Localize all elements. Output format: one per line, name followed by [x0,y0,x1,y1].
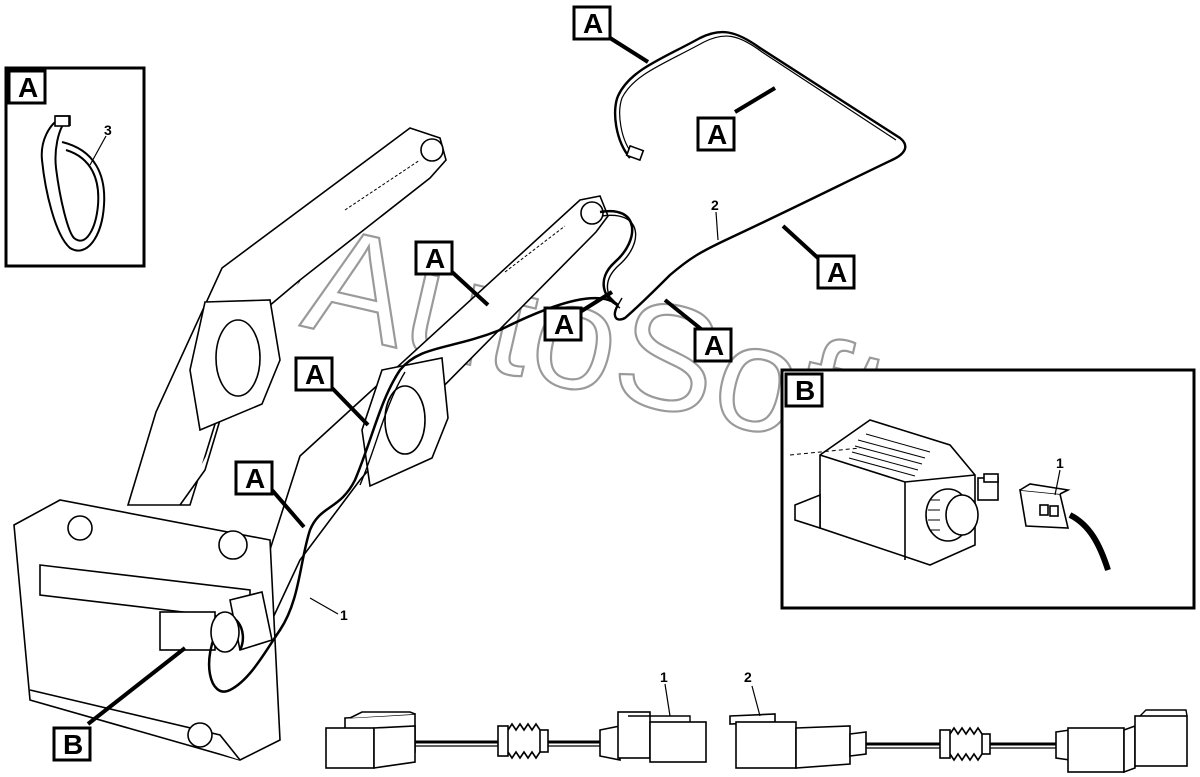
callout-a-right: A [781,224,856,290]
svg-text:2: 2 [711,197,719,213]
svg-text:A: A [554,309,574,340]
harness-2 [609,30,907,321]
svg-text:A: A [245,463,265,494]
svg-text:A: A [707,119,727,150]
svg-text:1: 1 [1056,455,1064,471]
svg-text:B: B [63,729,83,760]
solenoid-icon [789,419,999,566]
cable-tie-icon [40,115,107,252]
part-number-1-arm: 1 [309,597,348,623]
callout-a-loop-inner: A [696,86,777,152]
svg-text:3: 3 [104,122,112,138]
callout-a-lower-right: A [663,298,733,363]
svg-text:A: A [827,257,847,288]
part-number-2-harness: 2 [711,197,719,241]
svg-text:A: A [18,72,38,103]
svg-text:A: A [425,243,445,274]
svg-text:B: B [795,375,815,406]
harness-1-schematic: 1 [325,669,707,769]
loader-frame [13,127,609,761]
callout-a-mid: A [543,290,614,342]
svg-text:A: A [583,8,603,39]
callout-a-arm-upper: A [414,240,490,307]
callout-a-top: A [572,5,650,64]
svg-text:1: 1 [660,669,668,685]
detail-b-inset: B [780,368,1196,610]
svg-text:2: 2 [744,669,752,685]
callout-a-arm-lower: A [234,460,306,529]
svg-text:A: A [704,330,724,361]
detail-a-inset: A 3 [4,66,146,268]
harness-1 [207,209,637,693]
svg-text:1: 1 [340,607,348,623]
svg-text:A: A [305,359,325,390]
callout-a-arm-mid: A [294,356,370,427]
callout-b-carrier: B [52,646,187,762]
harness-2-schematic: 2 [729,669,1188,774]
connector-1-icon [1019,469,1111,571]
